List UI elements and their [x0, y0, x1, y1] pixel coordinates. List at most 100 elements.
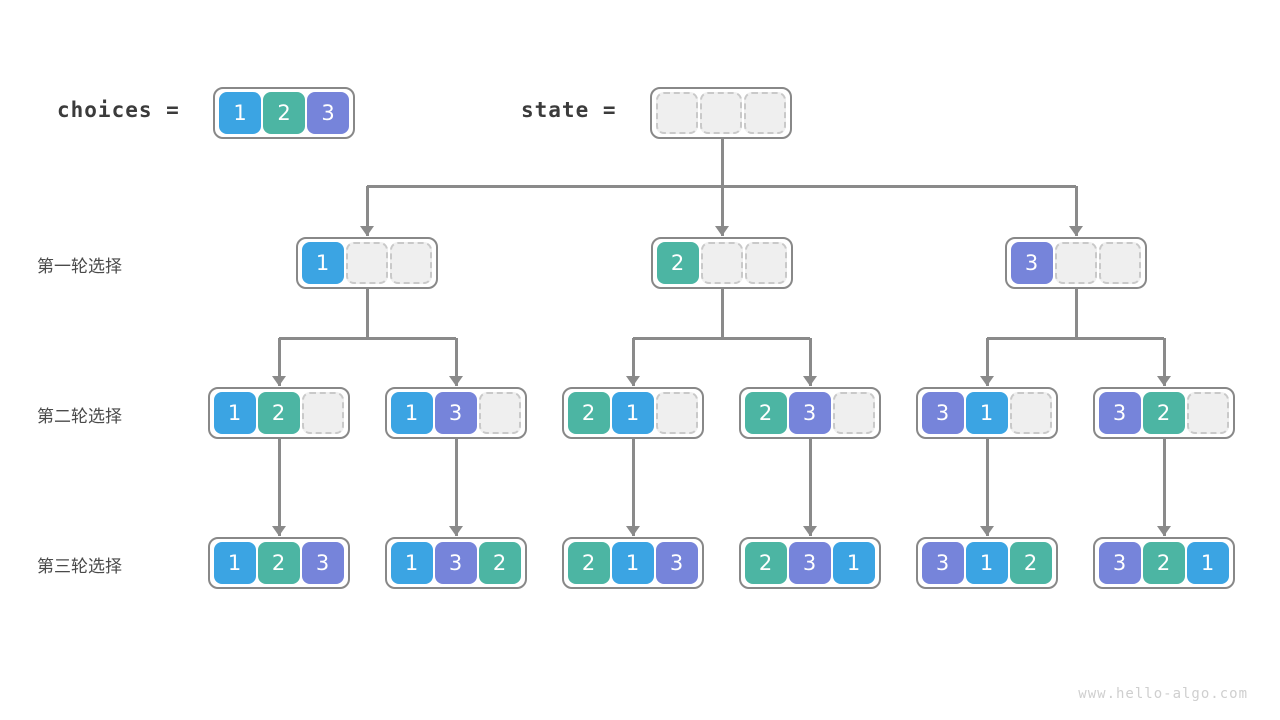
l2n2-cell-0: 1: [390, 392, 433, 434]
connector-l1-2-to-l2-1: [631, 338, 635, 386]
row-label-round1: 第一轮选择: [37, 257, 122, 277]
connector-l1-3-bus: [987, 336, 1164, 340]
connector-l1-2-to-l2-2: [808, 338, 812, 386]
connector-l1-2-stem: [720, 289, 724, 338]
l1n1-cell-0: 1: [301, 242, 344, 284]
l3n5-cell-2: 2: [1009, 542, 1052, 584]
l3n3-cell-0: 2: [567, 542, 610, 584]
connector-l1-3-stem: [1074, 289, 1078, 338]
arrow-l1-2-to-l2-1: [626, 376, 640, 386]
l2n1-empty-cell-2: [301, 392, 344, 434]
connector-root-to-l1-1: [365, 186, 369, 236]
arrow-root-to-l1-3: [1069, 226, 1083, 236]
connector-l2-1-to-l3: [277, 439, 281, 536]
arrow-l1-1-to-l2-2: [449, 376, 463, 386]
l3n2-cell-1: 3: [434, 542, 477, 584]
choices-cell-1: 2: [263, 92, 305, 134]
connector-l2-3-to-l3: [631, 439, 635, 536]
l1n1-empty-cell-1: [345, 242, 388, 284]
state-empty-cell-0: [656, 92, 698, 134]
l3n4-cell-2: 1: [832, 542, 875, 584]
connector-root-to-l1-3: [1074, 186, 1078, 236]
l3n5-cell-0: 3: [921, 542, 964, 584]
connector-l1-1-stem: [365, 289, 369, 338]
connector-l1-1-to-l2-2: [454, 338, 458, 386]
state-node-level1-3: 3: [1004, 237, 1147, 289]
l3n1-cell-0: 1: [213, 542, 256, 584]
state-empty-cell-2: [744, 92, 786, 134]
connector-l2-5-to-l3: [985, 439, 989, 536]
l2n4-cell-0: 2: [744, 392, 787, 434]
l3n2-cell-0: 1: [390, 542, 433, 584]
arrow-l2-3-to-l3: [626, 526, 640, 536]
l2n6-cell-0: 3: [1098, 392, 1141, 434]
l1n3-cell-0: 3: [1010, 242, 1053, 284]
l2n4-cell-1: 3: [788, 392, 831, 434]
l1n2-empty-cell-2: [744, 242, 787, 284]
connector-l1-1-bus: [279, 336, 456, 340]
l3n6-cell-1: 2: [1142, 542, 1185, 584]
arrow-l1-2-to-l2-2: [803, 376, 817, 386]
row-label-round2: 第二轮选择: [37, 407, 122, 427]
connector-l2-6-to-l3: [1162, 439, 1166, 536]
arrow-l1-3-to-l2-2: [1157, 376, 1171, 386]
l2n2-cell-1: 3: [434, 392, 477, 434]
l1n1-empty-cell-2: [389, 242, 432, 284]
l2n2-empty-cell-2: [478, 392, 521, 434]
watermark: www.hello-algo.com: [1078, 686, 1248, 702]
l3n1-cell-1: 2: [257, 542, 300, 584]
connector-l1-2-bus: [633, 336, 810, 340]
arrow-l1-3-to-l2-1: [980, 376, 994, 386]
choices-cell-0: 1: [219, 92, 261, 134]
l2n3-cell-0: 2: [567, 392, 610, 434]
row-label-round3: 第三轮选择: [37, 557, 122, 577]
l2n3-empty-cell-2: [655, 392, 698, 434]
l3n4-cell-1: 3: [788, 542, 831, 584]
state-array: [650, 87, 792, 139]
l3n6-cell-0: 3: [1098, 542, 1141, 584]
l2n1-cell-0: 1: [213, 392, 256, 434]
l2n5-cell-1: 1: [965, 392, 1008, 434]
state-node-level1-2: 2: [650, 237, 793, 289]
l2n5-cell-0: 3: [921, 392, 964, 434]
l3n3-cell-1: 1: [611, 542, 654, 584]
state-node-level1-1: 1: [295, 237, 438, 289]
l3n4-cell-0: 2: [744, 542, 787, 584]
l3n6-cell-2: 1: [1186, 542, 1229, 584]
arrow-l2-1-to-l3: [272, 526, 286, 536]
l1n3-empty-cell-2: [1098, 242, 1141, 284]
arrow-l2-2-to-l3: [449, 526, 463, 536]
connector-root-stem: [720, 139, 724, 186]
connector-l2-4-to-l3: [808, 439, 812, 536]
connector-l1-1-to-l2-1: [277, 338, 281, 386]
l3n1-cell-2: 3: [301, 542, 344, 584]
arrow-root-to-l1-2: [715, 226, 729, 236]
arrow-l2-6-to-l3: [1157, 526, 1171, 536]
arrow-l2-4-to-l3: [803, 526, 817, 536]
connector-l2-2-to-l3: [454, 439, 458, 536]
l3n3-cell-2: 3: [655, 542, 698, 584]
arrow-l1-1-to-l2-1: [272, 376, 286, 386]
l2n4-empty-cell-2: [832, 392, 875, 434]
choices-label: choices =: [57, 98, 180, 122]
l3n5-cell-1: 1: [965, 542, 1008, 584]
l1n3-empty-cell-1: [1054, 242, 1097, 284]
l2n3-cell-1: 1: [611, 392, 654, 434]
l2n6-empty-cell-2: [1186, 392, 1229, 434]
connector-root-to-l1-2: [720, 186, 724, 236]
choices-cell-2: 3: [307, 92, 349, 134]
state-label: state =: [521, 98, 617, 122]
l1n2-cell-0: 2: [656, 242, 699, 284]
